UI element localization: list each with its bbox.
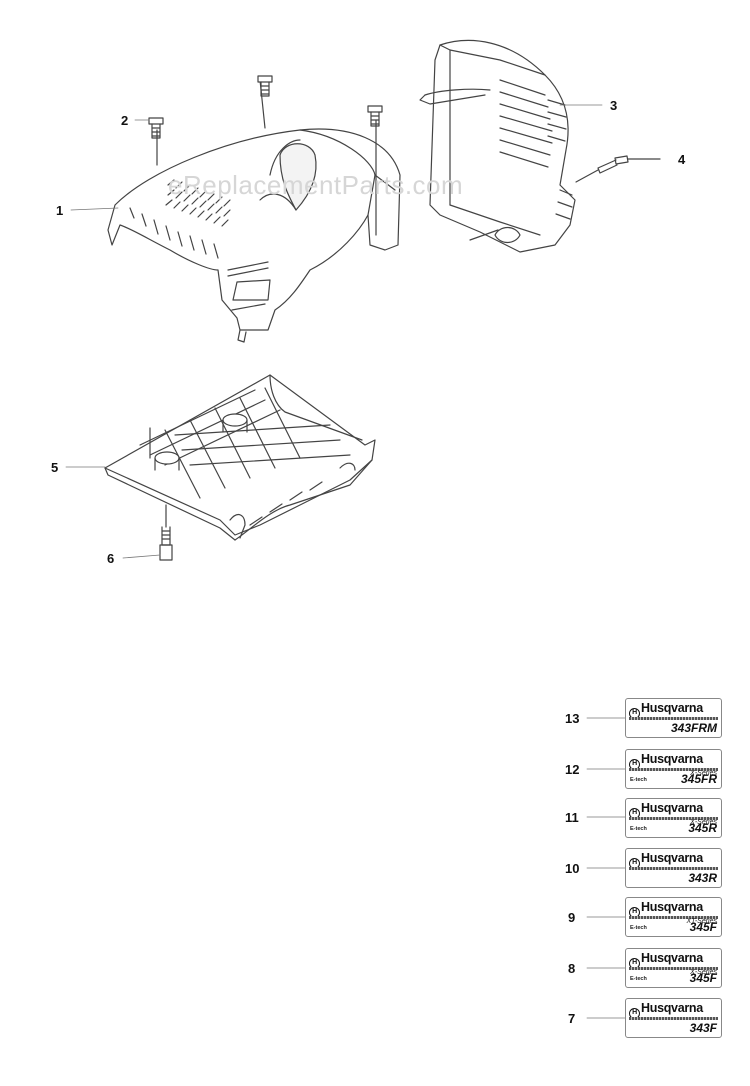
decal-series: X-Series (690, 819, 717, 826)
decal-series: X-Series (690, 770, 717, 777)
decal-model: 345FR (680, 772, 717, 786)
decal-model: 343FRM (670, 721, 717, 735)
decal-brand: Husqvarna (641, 1001, 703, 1015)
decal-etech: E-tech (630, 826, 647, 832)
part-3-filter-housing (419, 39, 576, 253)
decal-stripe (629, 916, 718, 919)
callout-5: 5 (51, 460, 59, 475)
callout-13: 13 (565, 711, 580, 726)
decal-etech: E-tech (630, 777, 647, 783)
decal-model: 345F (689, 971, 717, 985)
callout-3: 3 (610, 98, 618, 113)
callout-2: 2 (121, 113, 129, 128)
decal-stripe (629, 1017, 718, 1020)
part-5-base-plate (104, 374, 376, 541)
part-2-screws (148, 75, 383, 139)
part-6-screw (159, 504, 173, 561)
callout-4: 4 (678, 152, 686, 167)
decal-brand: Husqvarna (641, 851, 703, 865)
decal-brand: Husqvarna (641, 951, 703, 965)
decal-brand: Husqvarna (641, 752, 703, 766)
decal-stripe (629, 817, 718, 820)
decal-stripe (629, 768, 718, 771)
decal-brand: Husqvarna (641, 701, 703, 715)
housing-vent-slots (499, 79, 573, 220)
callout-9: 9 (568, 910, 576, 925)
decal-brand: Husqvarna (641, 900, 703, 914)
watermark-text: eReplacementParts.com (168, 170, 464, 200)
callout-8: 8 (568, 961, 576, 976)
cover-vent-slots (129, 179, 231, 259)
part-1-cylinder-cover (107, 79, 401, 343)
decal-stripe (629, 867, 718, 870)
leader-lines (65, 104, 626, 1019)
decal-stripe (629, 967, 718, 970)
callout-1: 1 (56, 203, 64, 218)
callout-7: 7 (568, 1011, 576, 1026)
decal-stripe (629, 717, 718, 720)
decal-etech: E-tech (630, 925, 647, 931)
decal-model: 343R (688, 871, 717, 885)
callout-11: 11 (565, 810, 579, 825)
decal-series: X-Series (690, 969, 717, 976)
decal-model: 345R (688, 821, 717, 835)
decal-etech: E-tech (630, 976, 647, 982)
decal-brand: Husqvarna (641, 801, 703, 815)
decal-model: 343F (689, 1021, 717, 1035)
decal-series: XT-Series (686, 918, 717, 925)
callout-12: 12 (565, 762, 580, 777)
callout-10: 10 (565, 861, 580, 876)
callout-6: 6 (107, 551, 115, 566)
part-4-screw (575, 155, 661, 183)
decal-model: 345F (689, 920, 717, 934)
